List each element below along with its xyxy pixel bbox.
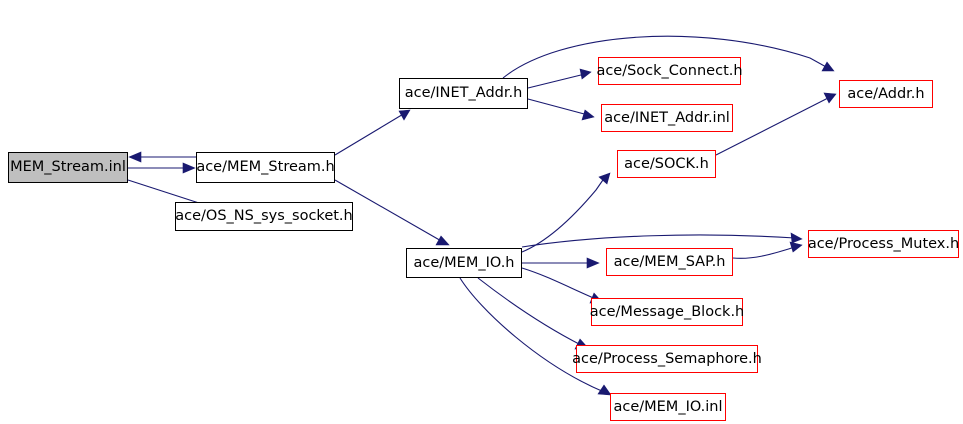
graph-node-label: ace/INET_Addr.inl <box>604 109 730 126</box>
graph-node-label: ace/MEM_IO.h <box>413 254 515 271</box>
graph-node-label: ace/Process_Mutex.h <box>807 235 960 252</box>
arrowhead-icon <box>435 235 450 246</box>
graph-node-sock_h[interactable]: ace/SOCK.h <box>617 150 716 178</box>
edge-line <box>732 246 796 259</box>
graph-node-message_block_h[interactable]: ace/Message_Block.h <box>589 298 745 326</box>
arrowhead-icon <box>398 109 411 121</box>
graph-node-process_semaphore_h[interactable]: ace/Process_Semaphore.h <box>572 345 762 373</box>
edge-mem_stream_h-to-mem_stream_inl <box>128 151 196 163</box>
graph-node-label: ace/MEM_Stream.h <box>196 159 335 176</box>
edge-mem_io_h-to-process_mutex_h <box>521 232 803 248</box>
arrowhead-icon <box>579 68 592 80</box>
edge-line <box>477 277 582 346</box>
arrowhead-icon <box>821 61 835 72</box>
edge-mem_sap_h-to-process_mutex_h <box>732 241 803 259</box>
arrowhead-icon <box>597 384 612 396</box>
arrowhead-icon <box>182 162 196 174</box>
edge-inet_addr_h-to-inet_addr_inl <box>527 98 595 121</box>
graph-node-process_mutex_h[interactable]: ace/Process_Mutex.h <box>808 230 959 258</box>
edge-inet_addr_h-to-sock_connect_h <box>527 68 592 89</box>
graph-node-label: ace/OS_NS_sys_socket.h <box>175 208 353 225</box>
graph-node-addr_h[interactable]: ace/Addr.h <box>839 80 933 108</box>
edge-line <box>502 35 829 79</box>
graph-node-mem_io_h[interactable]: ace/MEM_IO.h <box>406 248 522 278</box>
edge-line <box>527 73 586 89</box>
graph-node-mem_stream_h[interactable]: ace/MEM_Stream.h <box>196 152 335 183</box>
edge-mem_io_h-to-mem_io_inl <box>459 277 612 396</box>
arrowhead-icon <box>598 172 611 185</box>
edge-inet_addr_h-to-addr_h <box>502 35 835 79</box>
graph-node-inet_addr_inl[interactable]: ace/INET_Addr.inl <box>601 104 733 132</box>
edge-mem_io_h-to-mem_sap_h <box>522 257 600 269</box>
edge-line <box>459 277 605 393</box>
graph-node-label: ace/Message_Block.h <box>589 303 745 320</box>
graph-node-inet_addr_h[interactable]: ace/INET_Addr.h <box>399 78 528 109</box>
graph-node-label: ace/INET_Addr.h <box>404 85 523 102</box>
graph-node-os_ns_sys_socket_h[interactable]: ace/OS_NS_sys_socket.h <box>175 202 353 231</box>
edge-mem_io_h-to-message_block_h <box>521 267 603 304</box>
graph-node-label: ace/SOCK.h <box>624 155 709 172</box>
edge-mem_io_h-to-sock_h <box>521 172 611 253</box>
edge-line <box>521 234 796 248</box>
edge-line <box>521 267 597 300</box>
edge-mem_stream_h-to-mem_io_h <box>334 179 450 246</box>
arrowhead-icon <box>790 232 803 244</box>
edge-line <box>527 98 589 116</box>
graph-node-sock_connect_h[interactable]: ace/Sock_Connect.h <box>596 57 743 85</box>
edge-line <box>334 112 406 156</box>
graph-node-mem_io_inl[interactable]: ace/MEM_IO.inl <box>610 393 726 421</box>
arrowhead-icon <box>823 92 837 104</box>
graph-node-mem_sap_h[interactable]: ace/MEM_SAP.h <box>606 248 733 276</box>
edge-mem_stream_h-to-inet_addr_h <box>334 109 411 156</box>
edge-line <box>715 96 831 156</box>
graph-node-label: ace/MEM_SAP.h <box>613 253 726 270</box>
graph-node-label: ace/Process_Semaphore.h <box>572 350 762 367</box>
arrowhead-icon <box>128 151 142 163</box>
edge-sock_h-to-addr_h <box>715 92 837 156</box>
graph-node-label: ace/Addr.h <box>847 85 925 102</box>
graph-node-mem_stream_inl[interactable]: MEM_Stream.inl <box>8 152 128 183</box>
edge-line <box>334 179 444 243</box>
graph-node-label: ace/Sock_Connect.h <box>596 62 743 79</box>
edge-line <box>521 176 606 253</box>
graph-node-label: ace/MEM_IO.inl <box>613 398 723 415</box>
arrowhead-icon <box>789 241 803 253</box>
arrowhead-icon <box>586 257 600 269</box>
graph-node-label: MEM_Stream.inl <box>10 159 126 176</box>
edge-mem_stream_inl-to-mem_stream_h <box>128 162 196 174</box>
arrowhead-icon <box>581 109 595 121</box>
